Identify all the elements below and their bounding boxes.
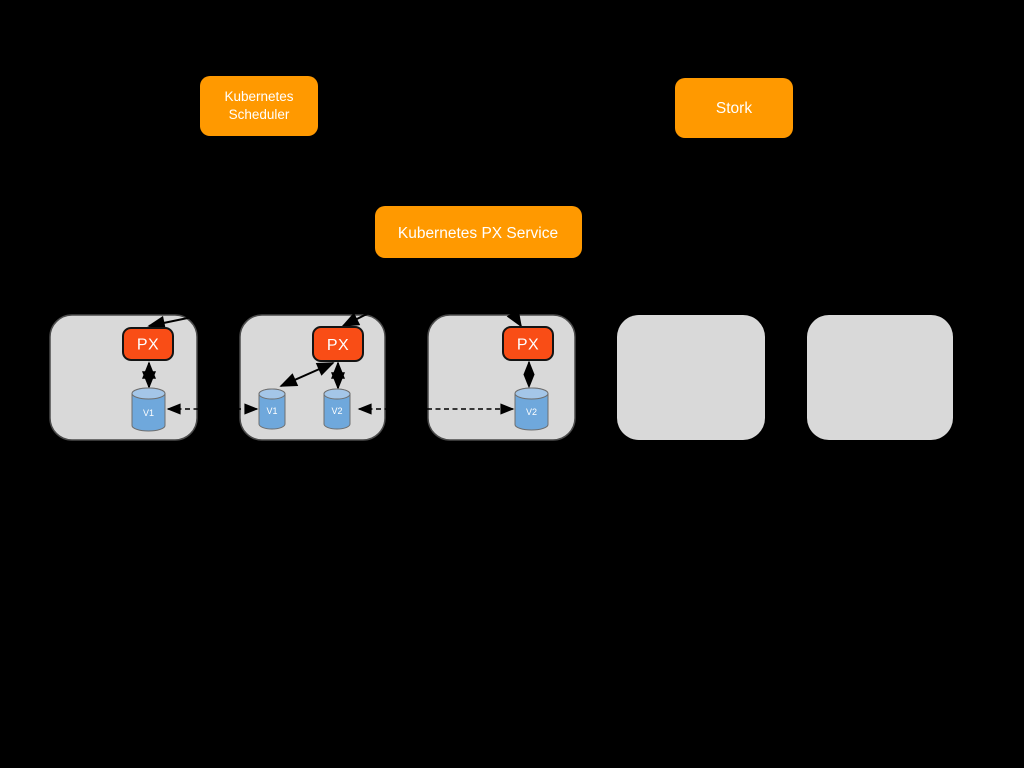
kubernetes-scheduler-label-line1: Kubernetes — [224, 89, 293, 104]
px-box-node1 — [122, 327, 174, 361]
px-box-node2-label: PX — [327, 337, 349, 354]
volume-label: V1 — [143, 408, 154, 418]
volume-top — [323, 388, 351, 400]
node1-px-group: PX — [122, 327, 174, 361]
px-box-node2 — [312, 326, 364, 362]
kubernetes-scheduler-group: Kubernetes Scheduler — [200, 76, 318, 136]
node-box-4 — [617, 315, 765, 440]
volume-cylinder-v1-node2: V1 — [258, 388, 286, 430]
stork-box — [675, 78, 793, 138]
px-box-node3-label: PX — [517, 337, 539, 354]
volume-top — [131, 387, 166, 400]
volume-label: V1 — [266, 406, 277, 416]
stork-group: Stork — [675, 78, 793, 138]
node3-px-group: PX — [502, 326, 554, 361]
volume-top — [514, 387, 549, 400]
arrow-pxservice-to-node2-px — [341, 257, 479, 327]
volume-label: V2 — [526, 407, 537, 417]
volume-top — [258, 388, 286, 400]
arrow-node2-px-to-v1 — [279, 362, 335, 387]
px-box-node1-label: PX — [137, 337, 159, 354]
kubernetes-px-service-label: Kubernetes PX Service — [398, 225, 558, 242]
volume-cylinder-v2-node2: V2 — [323, 388, 351, 430]
stork-label: Stork — [716, 100, 752, 117]
kubernetes-scheduler-label-line2: Scheduler — [229, 107, 290, 122]
arrow-pxservice-to-node3-px — [477, 257, 522, 328]
arrow-pxservice-to-node1-px — [147, 257, 479, 330]
volume-label: V2 — [331, 406, 342, 416]
node-box-5 — [807, 315, 953, 440]
px-box-node3 — [502, 326, 554, 361]
volume-cylinder-v1-node1: V1 — [131, 387, 166, 432]
kubernetes-scheduler-box — [200, 76, 318, 136]
volume-cylinder-v2-node3: V2 — [514, 387, 549, 431]
kubernetes-px-service-group: Kubernetes PX Service — [375, 206, 582, 258]
kubernetes-px-service-box — [375, 206, 582, 258]
node2-px-group: PX — [312, 326, 364, 362]
